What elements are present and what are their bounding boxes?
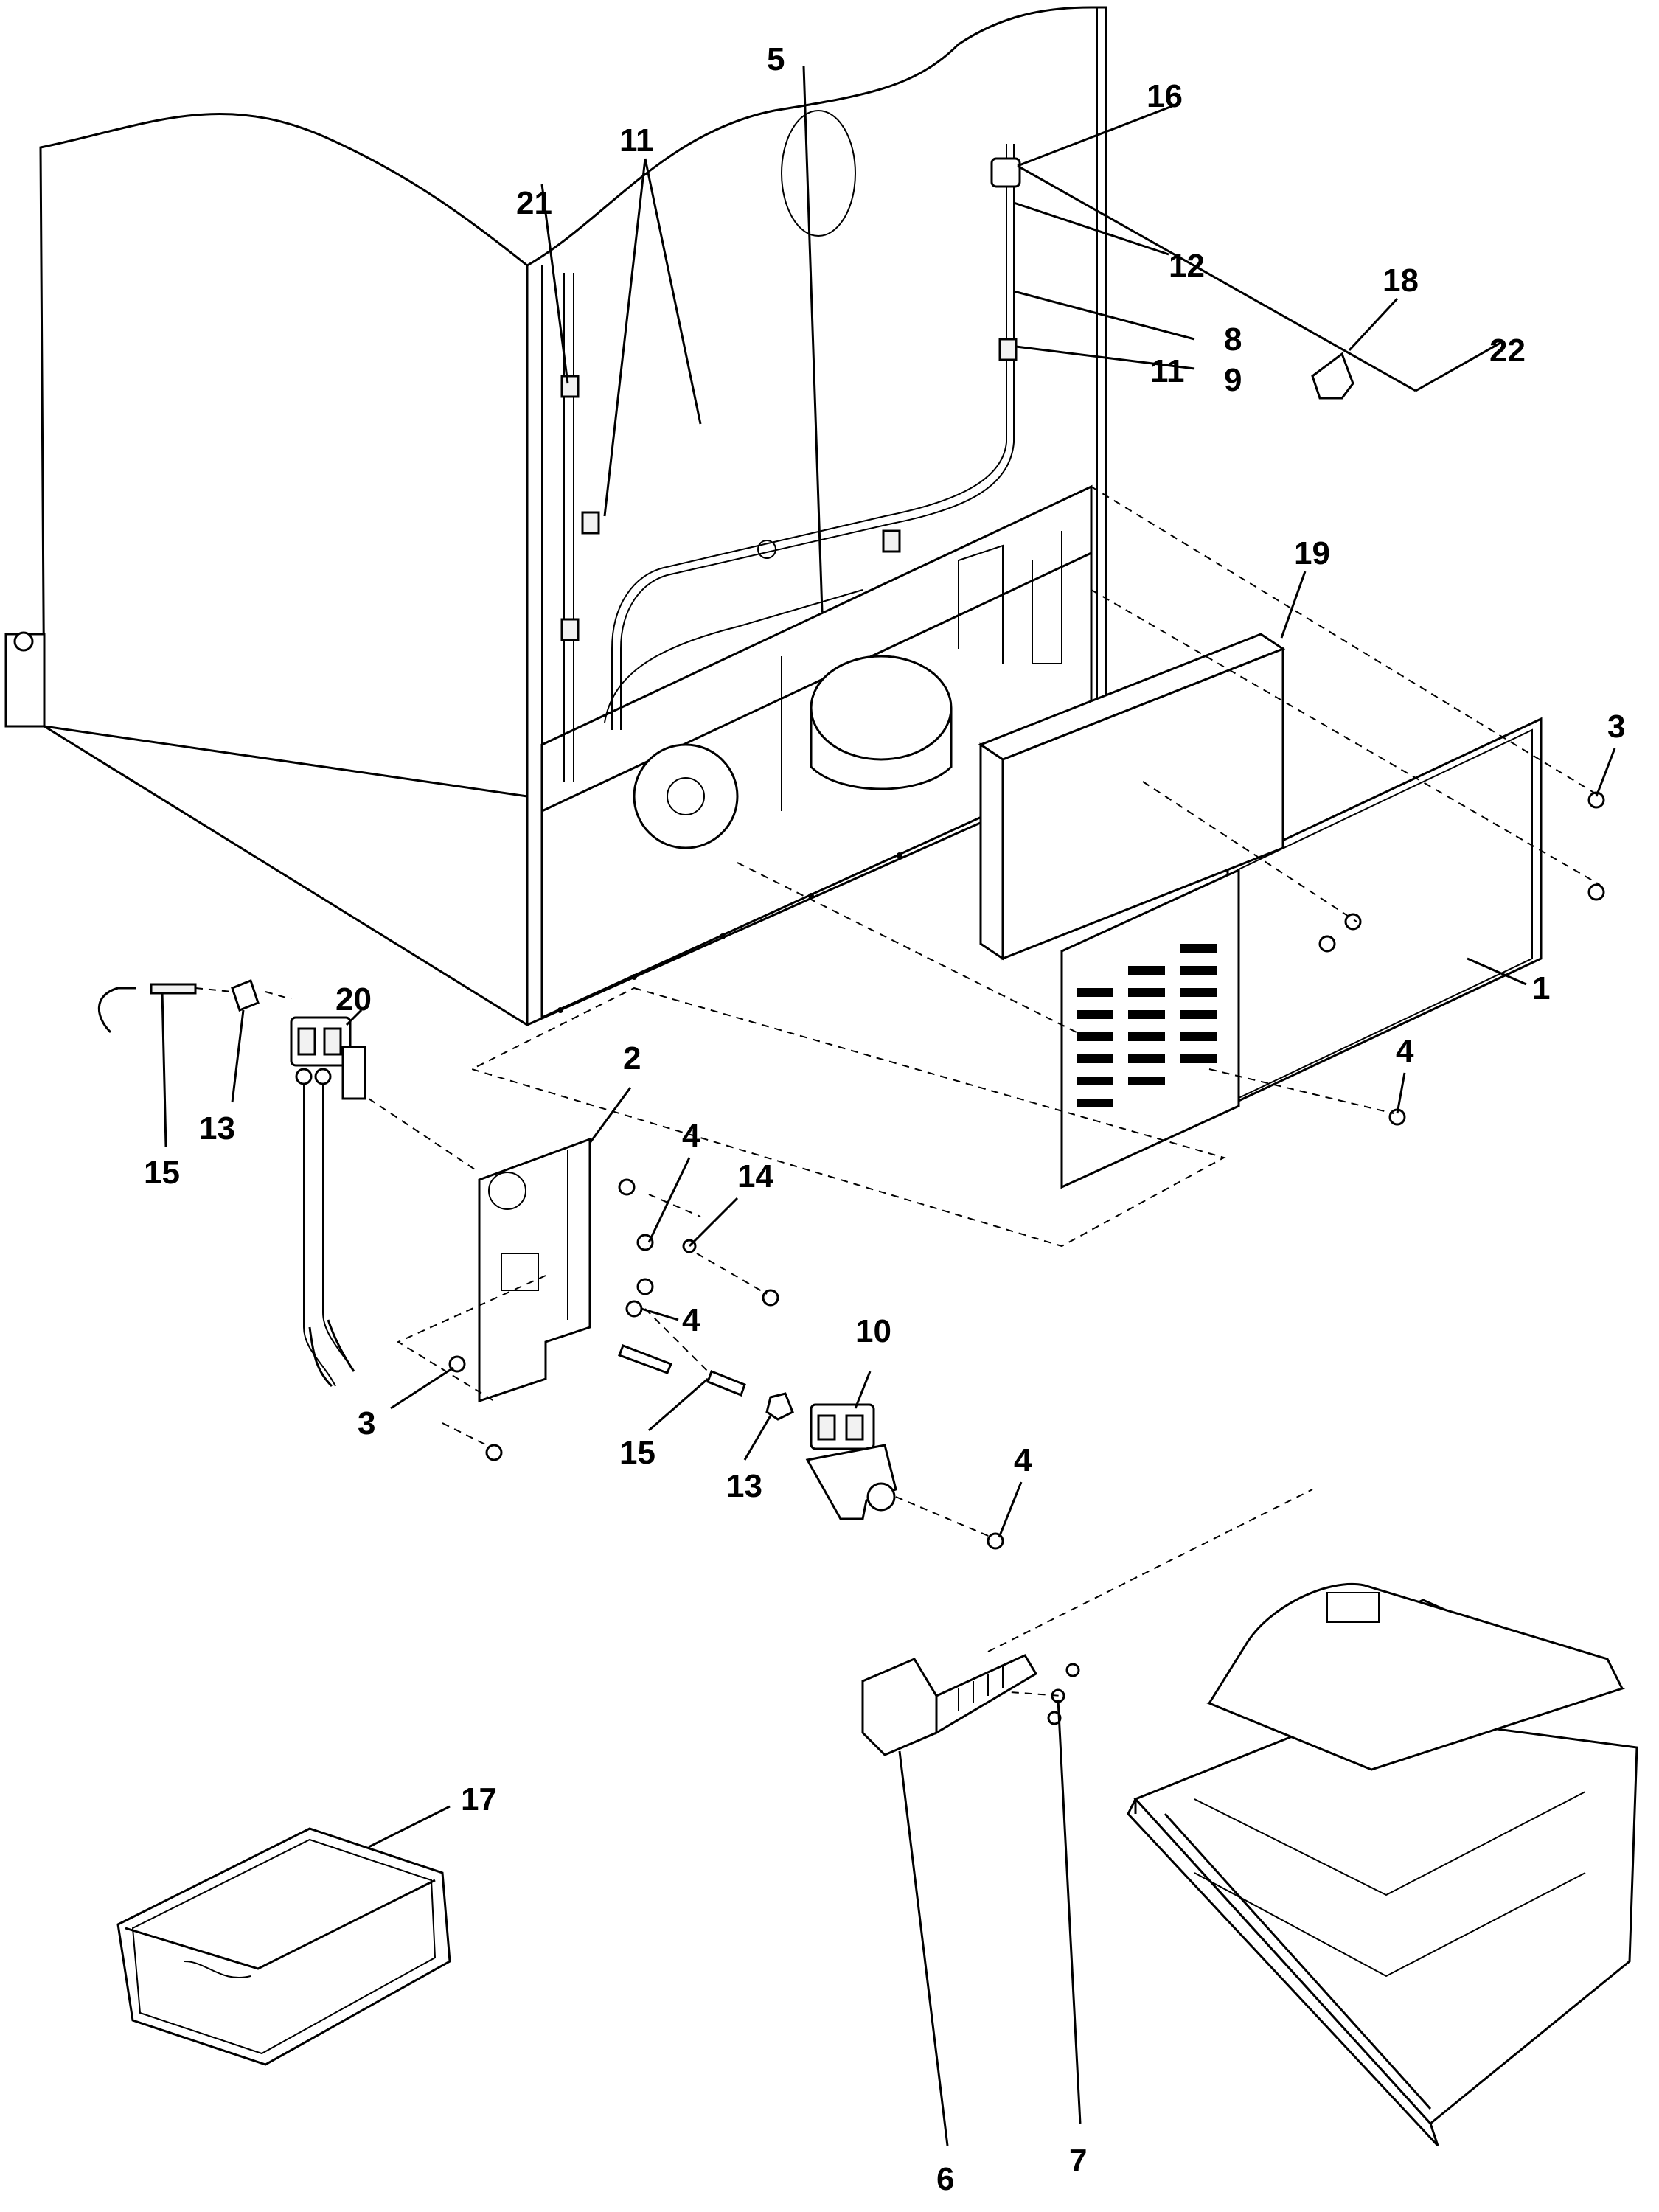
callout-20: 20: [335, 981, 372, 1018]
callout-9: 9: [1224, 362, 1242, 398]
callout-17: 17: [461, 1781, 497, 1818]
callout-15-left: 15: [144, 1155, 180, 1191]
tube-insert-right: [618, 1344, 794, 1421]
callout-1: 1: [1532, 970, 1550, 1006]
callout-4-bracket-mid: 4: [682, 1302, 700, 1338]
water-valve-right: [805, 1403, 897, 1520]
callout-13-left: 13: [199, 1110, 235, 1147]
grille: [1060, 868, 1240, 1189]
callout-7: 7: [1069, 2143, 1087, 2179]
freezer-liner: [1127, 1583, 1638, 2147]
callout-4-cover: 4: [1396, 1033, 1414, 1069]
valve-bracket: [478, 1137, 591, 1403]
callout-12: 12: [1169, 248, 1205, 284]
callout-4-bracket-top: 4: [682, 1118, 700, 1154]
callout-2: 2: [623, 1040, 641, 1077]
callout-16: 16: [1147, 78, 1183, 114]
callout-13-right: 13: [726, 1468, 762, 1504]
leader-lines: [161, 66, 1616, 2146]
callout-11-right: 11: [1150, 353, 1185, 389]
refrigerator-cabinet: [4, 6, 1107, 1026]
callout-5: 5: [767, 41, 785, 77]
callout-18: 18: [1382, 262, 1419, 299]
callout-10: 10: [855, 1313, 891, 1349]
callout-22: 22: [1489, 333, 1526, 369]
callout-3-lower: 3: [358, 1405, 375, 1441]
callout-19: 19: [1294, 535, 1330, 571]
elbow-cover: [1311, 352, 1354, 400]
crisper-drawer: [116, 1827, 451, 2066]
callout-8: 8: [1224, 321, 1242, 358]
ice-maker: [861, 1654, 1038, 1756]
callout-15-right: 15: [619, 1435, 655, 1471]
callout-11-left: 11: [619, 122, 654, 159]
insulation-pad: [978, 633, 1286, 961]
callout-4-valve: 4: [1014, 1442, 1032, 1478]
callout-labels: 1 2 3 3 4 4 4 4 5 6 7 8 9 10 11 11 12 13…: [144, 41, 1625, 2197]
callout-3-upper: 3: [1607, 709, 1625, 745]
screws: [448, 791, 1605, 1725]
inlet-tube-left: [97, 979, 260, 1034]
callout-21: 21: [516, 185, 552, 221]
alignment-lines: [195, 486, 1601, 1697]
callout-14: 14: [737, 1158, 773, 1194]
water-valve-left: [290, 1016, 366, 1388]
callout-6: 6: [936, 2161, 954, 2197]
